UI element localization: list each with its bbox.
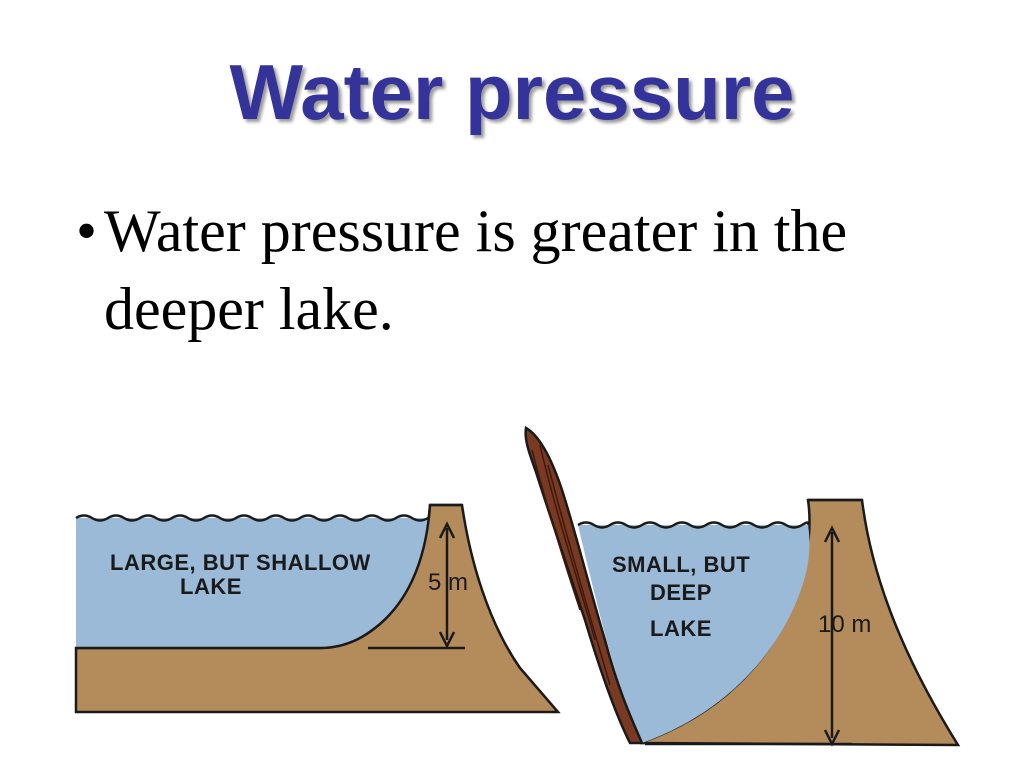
shallow-lake-label-line2: LAKE <box>180 574 242 599</box>
shallow-lake-water <box>76 518 430 648</box>
bullet-dot: • <box>76 198 98 264</box>
deep-lake-surface <box>577 521 810 529</box>
deep-lake-label-line1: SMALL, BUT <box>612 552 750 577</box>
deep-depth-label: 10 m <box>818 611 871 638</box>
shallow-lake-label-line1: LARGE, BUT SHALLOW <box>110 550 371 575</box>
deep-lake-label-line3: LAKE <box>650 616 712 641</box>
shallow-lake-surface <box>75 514 429 522</box>
deep-lake-rock-texture <box>531 444 611 686</box>
deep-depth-arrow-top <box>823 525 841 543</box>
bullet-text: Water pressure is greater in the deeper … <box>104 198 848 342</box>
shallow-depth-arrow-top <box>438 521 456 539</box>
shallow-depth-label: 5 m <box>428 569 468 596</box>
slide-title: Water pressure <box>229 48 795 136</box>
deep-lake-rock-cliff <box>524 426 644 745</box>
deep-lake-water <box>578 525 810 743</box>
deep-lake-label-line2: DEEP <box>650 580 712 605</box>
deep-lake-figure: SMALL, BUT DEEP LAKE 10 m <box>524 426 961 747</box>
shallow-lake-figure: LARGE, BUT SHALLOW LAKE 5 m <box>74 503 561 714</box>
shallow-lake-bed-line <box>76 504 432 650</box>
shallow-depth-arrow-bottom <box>438 631 456 649</box>
lake-comparison-diagram: LARGE, BUT SHALLOW LAKE 5 m SMALL, BUT D… <box>74 426 961 747</box>
